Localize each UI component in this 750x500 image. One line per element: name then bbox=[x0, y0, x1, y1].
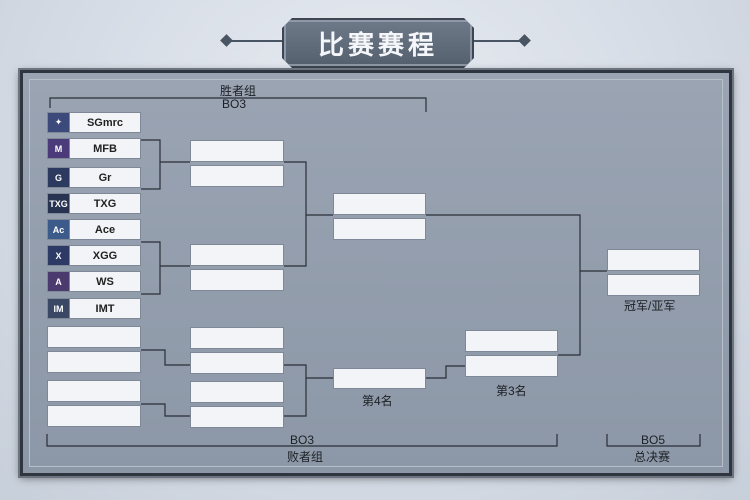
team-name: MFB bbox=[93, 142, 117, 155]
team-name: Ace bbox=[94, 223, 116, 236]
winners-bracket-format: BO3 bbox=[222, 97, 247, 111]
team-name: TXG bbox=[93, 197, 117, 210]
team-logo-icon: X bbox=[48, 246, 70, 265]
lb-r2-slot-1 bbox=[190, 327, 284, 349]
team-slot[interactable]: TXG TXG bbox=[47, 193, 141, 214]
team-logo-icon: Ac bbox=[48, 220, 70, 239]
team-name: WS bbox=[96, 275, 114, 288]
lb-r1-slot-3 bbox=[47, 380, 141, 402]
wb-final-slot-1 bbox=[333, 193, 426, 215]
grand-final-slot-1 bbox=[607, 249, 700, 271]
team-slot[interactable]: M MFB bbox=[47, 138, 141, 159]
board-frame bbox=[29, 79, 723, 467]
finals-format: BO5 bbox=[641, 433, 666, 447]
wb-r2-slot-1 bbox=[190, 140, 284, 162]
lb-r2-slot-3 bbox=[190, 381, 284, 403]
team-name: SGmrc bbox=[86, 116, 124, 129]
fourth-place-label: 第4名 bbox=[362, 394, 393, 408]
lb-r1-slot-4 bbox=[47, 405, 141, 427]
team-logo-icon: ✦ bbox=[48, 113, 70, 132]
team-slot[interactable]: ✦ SGmrc bbox=[47, 112, 141, 133]
lb-r1-slot-1 bbox=[47, 326, 141, 348]
fourth-place-slot bbox=[333, 368, 426, 389]
lb-r2-slot-4 bbox=[190, 406, 284, 428]
banner-line-left bbox=[228, 40, 282, 42]
team-name: Gr bbox=[98, 171, 112, 184]
third-place-label: 第3名 bbox=[496, 384, 527, 398]
page-title: 比赛赛程 bbox=[317, 30, 438, 61]
finals-result-label: 冠军/亚军 bbox=[624, 299, 676, 313]
third-place-slot-1 bbox=[465, 330, 558, 352]
team-slot[interactable]: Ac Ace bbox=[47, 219, 141, 240]
title-banner: 比赛赛程 bbox=[282, 18, 474, 68]
team-name: IMT bbox=[95, 302, 115, 315]
banner-line-right bbox=[470, 40, 524, 42]
grand-final-slot-2 bbox=[607, 274, 700, 296]
wb-r2-slot-4 bbox=[190, 269, 284, 291]
team-slot[interactable]: A WS bbox=[47, 271, 141, 292]
team-logo-icon: G bbox=[48, 168, 70, 187]
team-slot[interactable]: G Gr bbox=[47, 167, 141, 188]
wb-final-slot-2 bbox=[333, 218, 426, 240]
lb-r1-slot-2 bbox=[47, 351, 141, 373]
team-name: XGG bbox=[92, 249, 118, 262]
team-logo-icon: A bbox=[48, 272, 70, 291]
wb-r2-slot-3 bbox=[190, 244, 284, 266]
losers-bracket-label: 败者组 bbox=[287, 450, 324, 464]
team-logo-icon: M bbox=[48, 139, 70, 158]
team-slot[interactable]: IM IMT bbox=[47, 298, 141, 319]
finals-label: 总决赛 bbox=[634, 450, 671, 464]
team-logo-icon: IM bbox=[48, 299, 70, 318]
team-logo-icon: TXG bbox=[48, 194, 70, 213]
winners-bracket-label: 胜者组 bbox=[220, 84, 257, 98]
third-place-slot-2 bbox=[465, 355, 558, 377]
losers-bracket-format: BO3 bbox=[290, 433, 315, 447]
wb-r2-slot-2 bbox=[190, 165, 284, 187]
lb-r2-slot-2 bbox=[190, 352, 284, 374]
team-slot[interactable]: X XGG bbox=[47, 245, 141, 266]
